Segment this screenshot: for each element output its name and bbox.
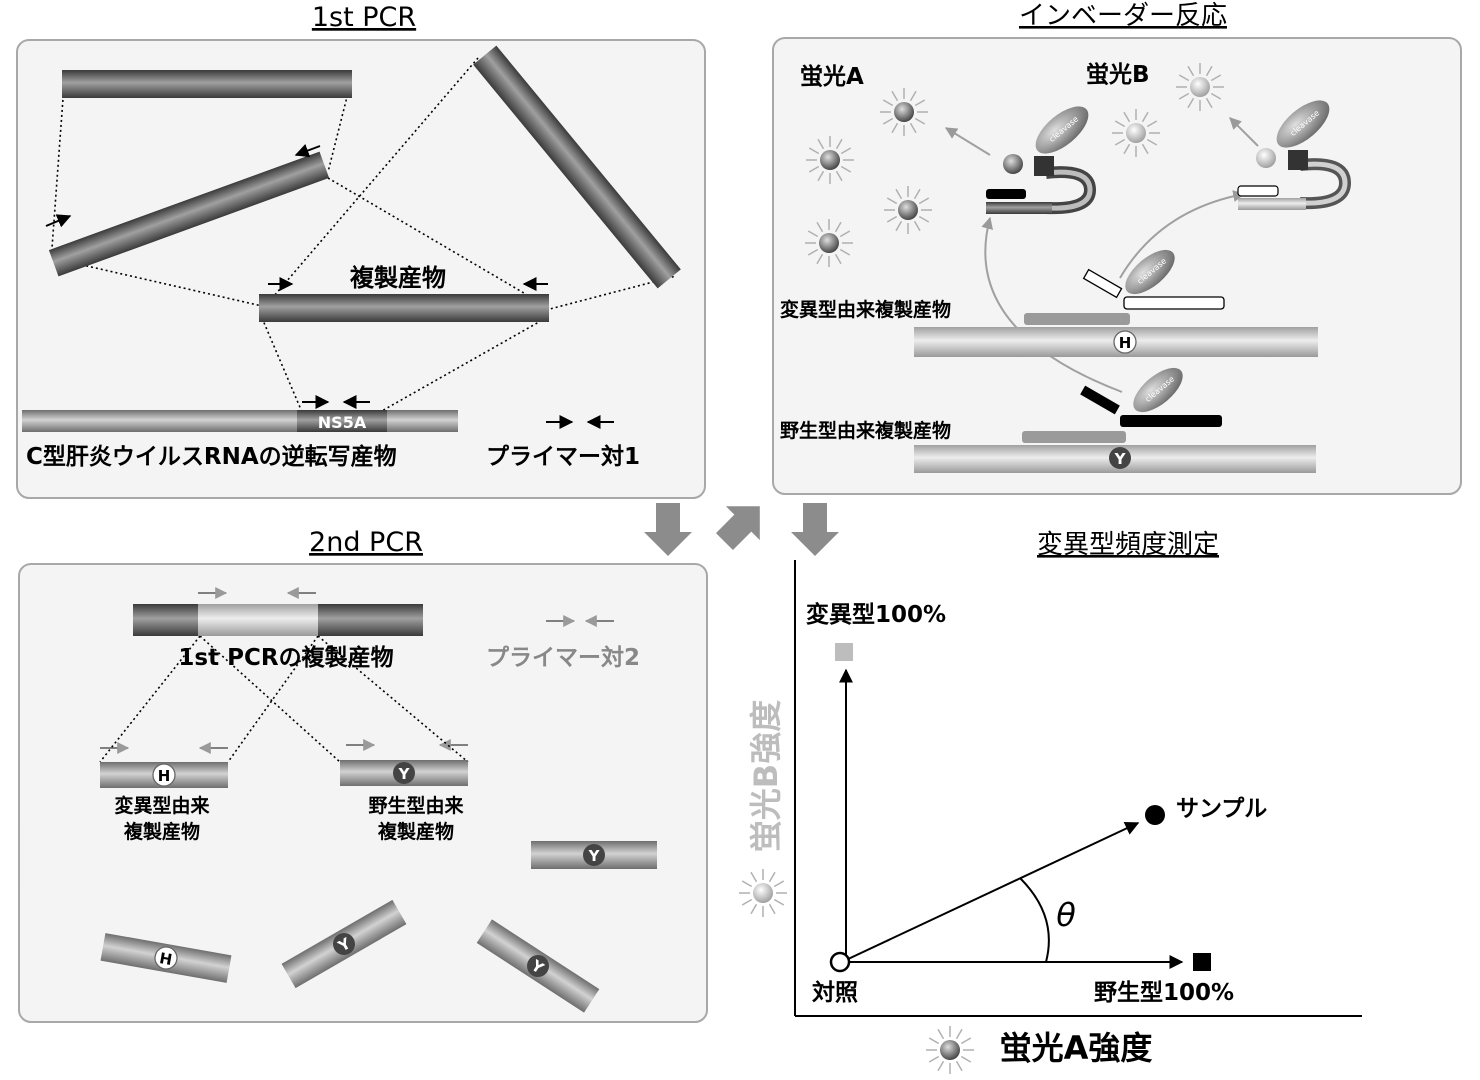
signal-probe-mutant: [1123, 296, 1225, 310]
pcr1-template-label: C型肝炎ウイルスRNAの逆転写産物: [26, 443, 397, 470]
probe-a-hairpin: [986, 154, 1097, 215]
pcr1-panel: 1st PCR 複製産物: [16, 2, 706, 499]
theta-arc: [1019, 877, 1050, 963]
probe-b-hairpin: [1237, 148, 1352, 210]
invader-oligo-wild: [1022, 431, 1126, 443]
mutant-h-marker-icon: [1113, 330, 1137, 354]
x-axis-fluor-sun-icon: [926, 1026, 974, 1074]
pcr2-wild-label-line1: 野生型由来: [368, 794, 463, 817]
y-axis-label-group: 蛍光B強度: [747, 700, 785, 852]
pcr1-top-rod: [62, 70, 352, 98]
pcr2-primer-arrows: [100, 587, 614, 754]
pcr1-panel-frame: [16, 39, 706, 499]
fluorophore-b-icon: [1256, 148, 1276, 168]
scattered-wild-amplicon-1: Y: [531, 841, 657, 869]
pcr1-primer-arrows: [45, 144, 614, 429]
pcr2-panel: 2nd PCR 1st PCRの複製産物 プライマー対2 H 変異型由来 複製産…: [18, 527, 708, 1023]
pcr2-mutant-h-label: H: [158, 767, 171, 785]
fluor-b-burst-group: [1112, 63, 1224, 157]
fluor-a-label: 蛍光A: [800, 63, 864, 90]
svg-text:Y: Y: [588, 847, 601, 865]
scattered-wild-amplicon-2: Y: [281, 899, 407, 989]
pcr1-template-rod: [22, 410, 458, 432]
pcr2-product-label: 1st PCRの複製産物: [178, 644, 393, 671]
flow-arrow-down-2: [791, 503, 839, 556]
invader-probe-wild: [1080, 385, 1120, 415]
pcr2-amplified-segment: [198, 604, 318, 636]
pcr2-mutant-label-line1: 変異型由来: [114, 794, 209, 817]
vector-to-sample: [845, 822, 1140, 961]
scattered-mutant-amplicon: H: [100, 933, 232, 983]
pcr1-product-label: 複製産物: [350, 264, 446, 292]
mutant-100-marker: [835, 643, 853, 661]
theta-label: θ: [1056, 896, 1076, 934]
y-axis-fluor-sun-icon: [739, 869, 787, 917]
fluor-a-sun-icon: [880, 88, 928, 136]
pcr1-primer-label: プライマー対1: [486, 444, 640, 470]
pcr1-product-rod: [259, 294, 549, 322]
control-label: 対照: [812, 980, 858, 1006]
ns5a-label: NS5A: [318, 413, 367, 432]
y-axis-sun-icon: [739, 869, 787, 917]
measure-panel: 変異型頻度測定 蛍光B強度 蛍光A強度 変異型100% 野生型100% サンプル…: [739, 530, 1362, 1074]
flow-arrow-up-right: [715, 506, 760, 551]
pcr1-title: 1st PCR: [312, 2, 416, 33]
pcr2-mutant-h-icon: [152, 763, 176, 787]
control-marker: [829, 951, 851, 973]
invader-probe-mutant: [1082, 268, 1123, 299]
wild-100-label: 野生型100%: [1094, 980, 1234, 1006]
invader-oligo-mutant: [1024, 313, 1130, 325]
wild-100-marker: [1193, 953, 1211, 971]
wild-y-marker-icon: [1109, 447, 1131, 469]
scattered-wild-amplicon-3: Y: [476, 919, 600, 1013]
pcr2-wild-y-label: Y: [398, 765, 411, 783]
fluor-a-sun-icon: [806, 136, 854, 184]
wild-product-label: 野生型由来複製産物: [780, 419, 951, 442]
flow-arrows: [644, 503, 839, 556]
fluor-a-burst-group: [805, 88, 932, 267]
fluor-a-sun-icon: [805, 219, 853, 267]
x-axis-label: 蛍光A強度: [1000, 1029, 1153, 1067]
measure-title: 変異型頻度測定: [1037, 530, 1219, 560]
pcr1-tilted-rod: [48, 151, 330, 277]
pcr1-diagonal-rod: [473, 45, 681, 289]
y-axis-label: 蛍光B強度: [747, 700, 785, 852]
cleavase-wild-icon: cleavase: [1133, 367, 1183, 413]
invader-panel: インベーダー反応 蛍光A 蛍光B cleavase: [772, 1, 1462, 495]
cleavase-a-icon: cleavase: [1035, 106, 1089, 154]
flow-arrow-down-1: [644, 503, 692, 556]
pcr2-wild-label-line2: 複製産物: [377, 820, 454, 843]
quencher-b-icon: [1288, 150, 1308, 170]
quencher-a-icon: [1034, 156, 1054, 176]
fluor-a-sun-icon: [884, 186, 932, 234]
pcr2-wild-y-icon: [393, 762, 415, 784]
fluor-b-label: 蛍光B: [1086, 61, 1150, 88]
signal-probe-wild: [1120, 415, 1222, 427]
fluor-b-sun-icon: [1112, 109, 1160, 157]
x-axis-sun-icon: [926, 1026, 974, 1074]
mutant-product-label: 変異型由来複製産物: [780, 298, 951, 321]
pcr2-mutant-label-line2: 複製産物: [123, 820, 200, 843]
ns5a-segment: [297, 410, 387, 432]
fluor-b-sun-icon: [1176, 63, 1224, 111]
svg-text:H: H: [158, 949, 173, 969]
sample-label: サンプル: [1176, 796, 1267, 822]
invader-title: インベーダー反応: [1019, 1, 1227, 31]
pcr2-primer-label: プライマー対2: [486, 645, 640, 671]
measure-vectors: [839, 668, 1184, 969]
release-arrows: [944, 117, 1259, 393]
mutant-h-label: H: [1119, 334, 1132, 352]
wild-y-label: Y: [1114, 450, 1127, 468]
sample-marker: [1145, 805, 1165, 825]
pcr2-title: 2nd PCR: [309, 527, 423, 558]
mutant-100-label: 変異型100%: [806, 601, 946, 628]
pcr2-panel-frame: [18, 563, 708, 1023]
fluorophore-a-icon: [1003, 154, 1023, 174]
pcr2-dotted-lines: [99, 635, 469, 763]
